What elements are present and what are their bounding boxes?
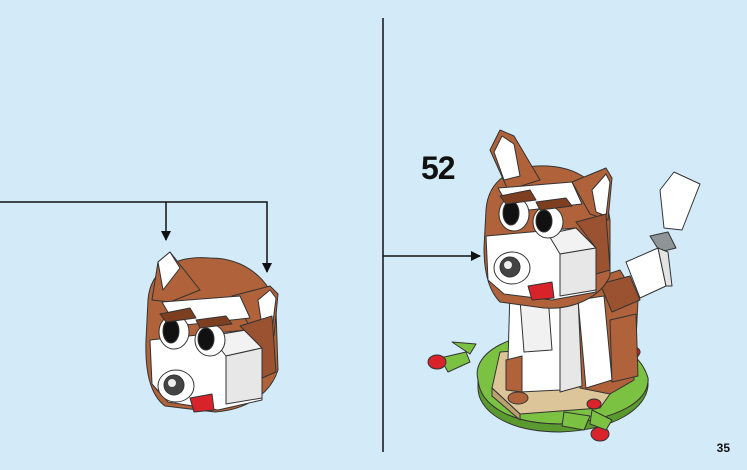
dog-tail <box>625 171 701 299</box>
sub-assembly-callout-arrows <box>0 201 272 273</box>
dog-head-sub-assembly <box>145 251 279 413</box>
dog-model <box>427 129 701 442</box>
step-number: 52 <box>421 150 456 186</box>
page-number: 35 <box>716 441 730 455</box>
flower-decoration <box>427 341 641 442</box>
